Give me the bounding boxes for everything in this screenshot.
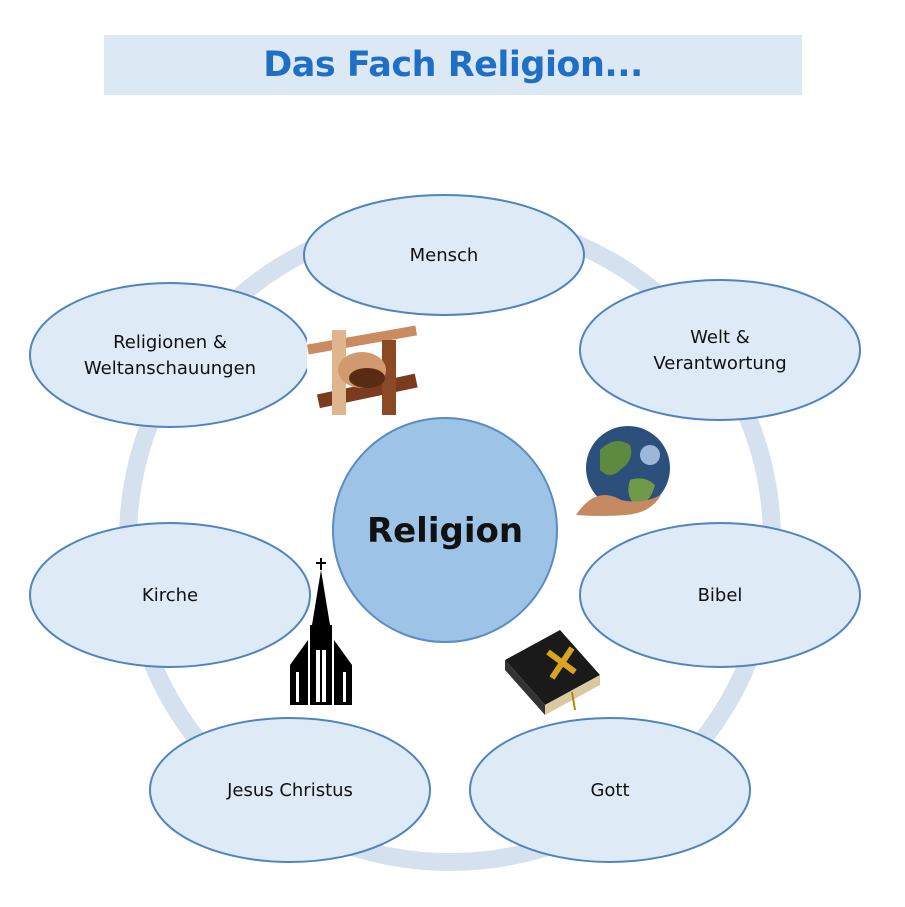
title-banner: Das Fach Religion... <box>104 35 802 95</box>
node-label: Gott <box>590 780 629 801</box>
page-title: Das Fach Religion... <box>263 45 643 85</box>
node-welt: Welt & Verantwortung <box>579 279 861 421</box>
node-jesus: Jesus Christus <box>149 717 431 863</box>
bible-image <box>505 630 600 715</box>
node-label: Bibel <box>698 585 743 606</box>
node-kirche: Kirche <box>29 522 311 668</box>
node-label: Religionen & <box>113 332 227 353</box>
node-ellipse <box>149 717 431 863</box>
node-gott: Gott <box>469 717 751 863</box>
globe-in-hand-image <box>576 426 670 516</box>
node-ellipse <box>303 194 585 316</box>
node-label: Weltanschauungen <box>84 358 256 379</box>
node-bibel: Bibel <box>579 522 861 668</box>
node-label: Mensch <box>410 245 479 266</box>
node-label: Verantwortung <box>653 353 786 374</box>
node-religionen: Religionen & Weltanschauungen <box>29 282 311 428</box>
node-ellipse <box>579 522 861 668</box>
node-label: Kirche <box>142 585 198 606</box>
church-icon <box>290 558 352 705</box>
node-mensch: Mensch <box>303 194 585 316</box>
joined-hands-image <box>306 325 418 415</box>
node-ellipse <box>29 282 311 428</box>
center-circle <box>332 417 558 643</box>
node-label: Welt & <box>690 327 750 348</box>
node-ellipse <box>29 522 311 668</box>
node-ellipse <box>469 717 751 863</box>
center-label: Religion <box>367 511 523 551</box>
node-ellipse <box>579 279 861 421</box>
node-label: Jesus Christus <box>226 780 353 801</box>
